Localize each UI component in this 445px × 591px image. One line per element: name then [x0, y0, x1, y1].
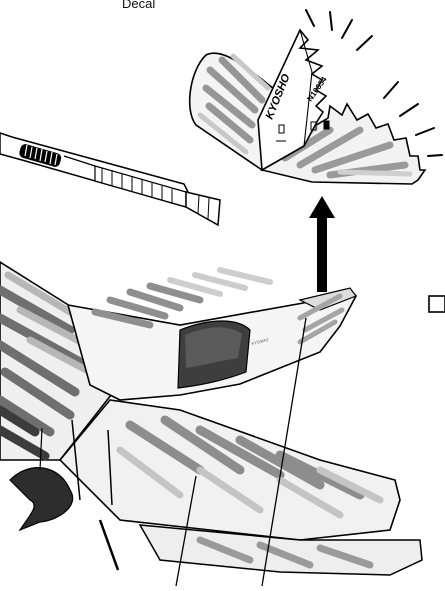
cropped-checkbox: [429, 296, 445, 312]
decal-caption: Decal: [122, 0, 155, 11]
airplane: KYOSHO: [0, 262, 422, 586]
lift-up-arrow: [309, 196, 335, 292]
hobby-knife: [0, 133, 220, 225]
tail-assembly: KYOSHO N10654: [190, 30, 425, 184]
